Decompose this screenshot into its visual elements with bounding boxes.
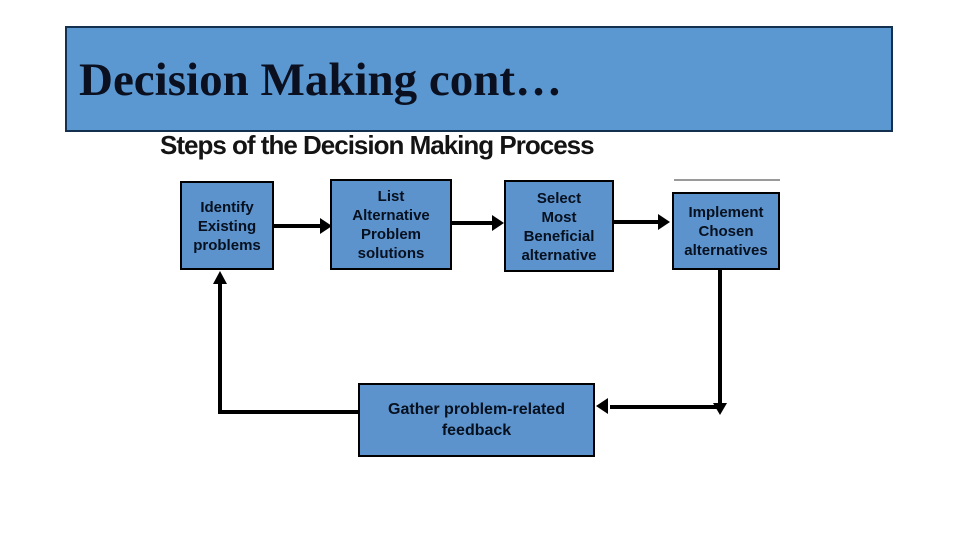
arrowhead-right-icon xyxy=(492,215,504,231)
flow-box-line: Beneficial xyxy=(523,228,595,245)
flow-box-line: Most xyxy=(541,209,577,226)
flow-box-line: Alternative xyxy=(352,207,430,224)
title-band: Decision Making cont… xyxy=(65,26,893,132)
arrow-list-to-select xyxy=(452,221,492,225)
flow-box-gather-feedback: Gather problem-related feedback xyxy=(358,383,595,457)
flow-box-line: feedback xyxy=(441,422,512,439)
flow-box-line: Problem xyxy=(360,226,421,243)
slide-subtitle: Steps of the Decision Making Process xyxy=(160,130,595,160)
flow-box-line: alternative xyxy=(521,247,597,264)
flow-box-line: List xyxy=(377,188,405,205)
flow-box-line: Chosen xyxy=(698,223,754,240)
flow-box-select-beneficial-alternative: Select Most Beneficial alternative xyxy=(504,180,614,272)
arrow-implement-down xyxy=(718,270,722,404)
arrow-select-to-implement xyxy=(614,220,658,224)
flow-box-identify-existing-problems: Identify Existing problems xyxy=(180,181,274,270)
arrowhead-left-icon xyxy=(596,398,608,414)
arrow-feedback-left-arm xyxy=(222,410,358,414)
stray-gray-line xyxy=(674,179,780,181)
flow-box-line: Identify xyxy=(200,199,254,216)
flow-box-line: Gather problem-related xyxy=(388,401,565,418)
flow-box-list-alternative-solutions: List Alternative Problem solutions xyxy=(330,179,452,270)
flow-box-line: Implement xyxy=(688,204,764,221)
flow-box-implement-chosen-alternatives: Implement Chosen alternatives xyxy=(672,192,780,270)
flow-box-line: solutions xyxy=(357,245,425,262)
flow-box-line: problems xyxy=(193,237,261,254)
arrowhead-right-icon xyxy=(320,218,332,234)
arrowhead-up-icon xyxy=(213,271,227,284)
arrow-junction-to-feedback xyxy=(610,405,722,409)
flow-box-line: alternatives xyxy=(684,242,768,259)
arrow-identify-to-list xyxy=(274,224,320,228)
arrowhead-right-icon xyxy=(658,214,670,230)
arrow-feedback-up xyxy=(218,284,222,414)
flow-box-line: Existing xyxy=(197,218,257,235)
slide-title: Decision Making cont… xyxy=(79,54,563,106)
flow-box-line: Select xyxy=(536,190,582,207)
